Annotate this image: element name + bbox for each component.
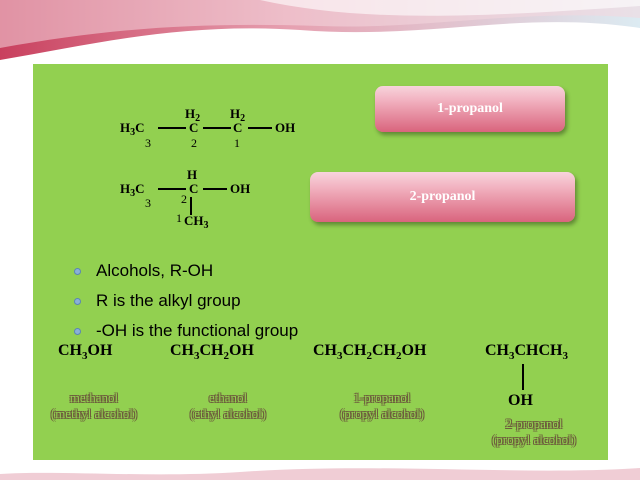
oh-group: OH (230, 181, 251, 196)
carbon-number-2: 2 (191, 136, 197, 150)
carbon-number-2: 2 (181, 192, 187, 206)
header-swoosh-light (260, 0, 640, 16)
bond (158, 188, 186, 190)
bullet-icon (74, 328, 81, 335)
carbon-number-3: 3 (145, 196, 151, 210)
oh-group: OH (275, 120, 296, 135)
carbon-1: C (233, 120, 243, 135)
bullet-item: -OH is the functional group (74, 318, 298, 348)
propanol-1-formula: CH3CH2CH2OH (313, 342, 427, 363)
methanol-name: methanol(methyl alcohol) (50, 390, 138, 421)
ch3-group: CH3 (184, 213, 209, 231)
propanol-2-name: 2-propanol(propyl alcohol) (491, 416, 577, 447)
h3c-group: H3C (120, 120, 145, 138)
h2-label-b: H2 (230, 106, 246, 124)
bond (158, 127, 186, 129)
carbon-number-1: 1 (176, 211, 182, 225)
propanol-2-formula: CH3CHCH3 (485, 342, 568, 363)
oh-group: OH (508, 392, 533, 409)
footer-swoosh (0, 468, 640, 480)
carbon-number-1: 1 (234, 136, 240, 150)
propanol-1-name: 1-propanol(propyl alcohol) (339, 390, 425, 421)
bond-vertical (190, 197, 192, 215)
bullet-item: Alcohols, R-OH (74, 258, 298, 288)
carbon-number-3: 3 (145, 136, 151, 150)
carbon-2: C (189, 120, 199, 135)
label-1-propanol: 1-propanol (375, 86, 565, 132)
bullet-text: R is the alkyl group (96, 291, 241, 310)
bond (248, 127, 272, 129)
label-2-propanol: 2-propanol (310, 172, 575, 222)
methanol-formula: CH3OH (58, 342, 113, 363)
bullet-icon (74, 298, 81, 305)
bullet-text: -OH is the functional group (96, 321, 299, 340)
bullet-item: R is the alkyl group (74, 288, 298, 318)
h3c-group: H3C (120, 181, 145, 199)
carbon-2: C (189, 181, 199, 196)
bullet-list: Alcohols, R-OH R is the alkyl group -OH … (74, 258, 298, 348)
bond (203, 188, 227, 190)
ethanol-formula: CH3CH2OH (170, 342, 254, 363)
h-label: H (187, 167, 198, 182)
ethanol-name: ethanol(ethyl alcohol) (189, 390, 267, 421)
h2-label-a: H2 (185, 106, 201, 124)
bond-vertical (522, 364, 524, 390)
bond (203, 127, 231, 129)
bullet-icon (74, 268, 81, 275)
bullet-text: Alcohols, R-OH (96, 261, 214, 280)
